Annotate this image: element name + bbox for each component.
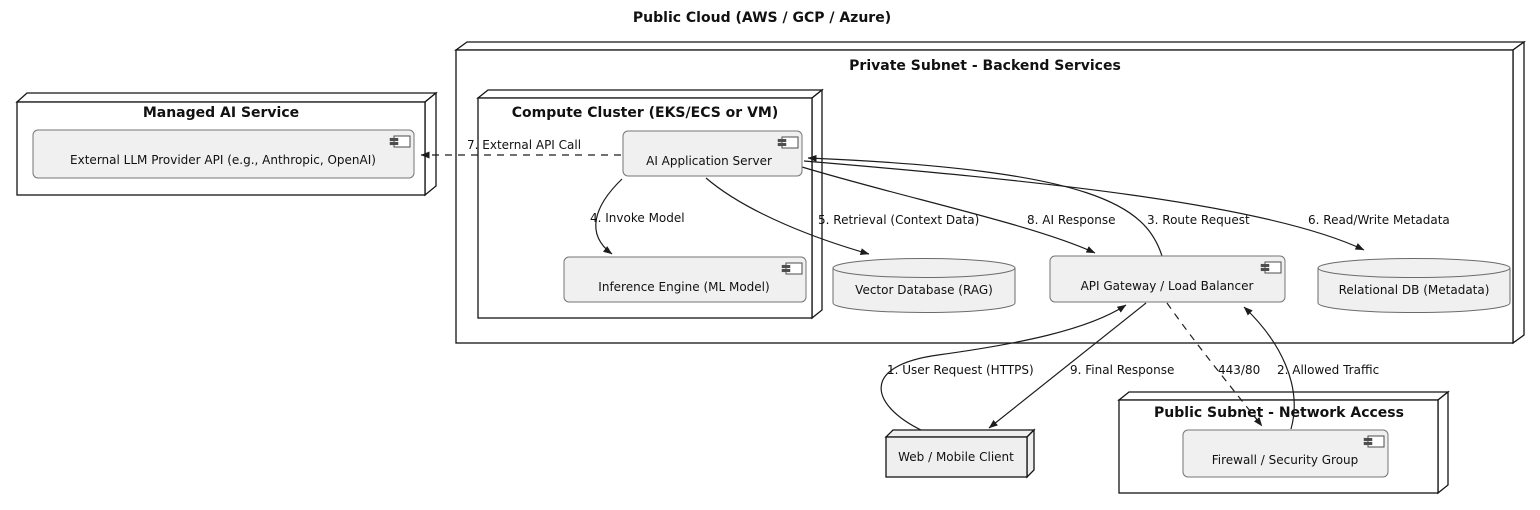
edges <box>420 151 1365 431</box>
edge-label-ai-response: 8. AI Response <box>1027 213 1115 227</box>
edge-user-request <box>880 304 1127 431</box>
edge-port-443-80 <box>1166 302 1263 427</box>
vector-db-label: Vector Database (RAG) <box>855 283 993 297</box>
relational-db-label: Relational DB (Metadata) <box>1339 283 1490 297</box>
component-icon <box>1260 261 1282 274</box>
component-firewall: Firewall / Security Group <box>1182 429 1389 478</box>
inference-engine-label: Inference Engine (ML Model) <box>598 280 769 294</box>
api-gateway-label: API Gateway / Load Balancer <box>1081 279 1254 293</box>
edge-label-retrieval: 5. Retrieval (Context Data) <box>818 213 979 227</box>
component-icon <box>389 135 411 148</box>
edge-ai-response <box>801 166 1096 254</box>
edge-allowed-traffic <box>1243 306 1295 430</box>
edge-read-write-metadata <box>803 160 1365 251</box>
edge-label-allowed-traffic: 2. Allowed Traffic <box>1277 363 1379 377</box>
edge-label-port: 443/80 <box>1218 363 1260 377</box>
edge-retrieval <box>705 177 870 256</box>
component-llm-api: External LLM Provider API (e.g., Anthrop… <box>32 129 415 179</box>
managed-ai-title: Managed AI Service <box>143 105 299 121</box>
edge-label-invoke-model: 4. Invoke Model <box>590 211 685 225</box>
compute-cluster-title: Compute Cluster (EKS/ECS or VM) <box>512 105 779 121</box>
edge-label-route-request: 3. Route Request <box>1147 213 1250 227</box>
component-icon <box>777 136 799 149</box>
edge-label-read-write-metadata: 6. Read/Write Metadata <box>1308 213 1450 227</box>
edge-label-final-response: 9. Final Response <box>1070 363 1174 377</box>
database-relational-db: Relational DB (Metadata) <box>1317 258 1511 313</box>
component-icon <box>1363 435 1385 448</box>
component-icon <box>781 262 803 275</box>
web-client-label: Web / Mobile Client <box>898 450 1014 464</box>
node-web-mobile-client: Web / Mobile Client <box>884 428 1036 479</box>
edge-label-user-request: 1. User Request (HTTPS) <box>887 363 1034 377</box>
public-subnet-title: Public Subnet - Network Access <box>1154 405 1404 421</box>
private-subnet-title: Private Subnet - Backend Services <box>849 58 1121 74</box>
edge-route-request <box>807 154 1163 257</box>
edge-labels: 7. External API Call 4. Invoke Model 5. … <box>467 138 1450 377</box>
edge-label-external-api-call: 7. External API Call <box>467 138 581 152</box>
llm-api-label: External LLM Provider API (e.g., Anthrop… <box>70 153 376 167</box>
component-api-gateway: API Gateway / Load Balancer <box>1049 255 1286 303</box>
edge-invoke-model <box>595 178 623 255</box>
component-app-server: AI Application Server <box>622 130 803 177</box>
database-vector-db: Vector Database (RAG) <box>832 258 1016 313</box>
firewall-label: Firewall / Security Group <box>1212 453 1359 467</box>
edge-final-response <box>988 302 1147 429</box>
component-inference-engine: Inference Engine (ML Model) <box>563 256 807 303</box>
app-server-label: AI Application Server <box>646 154 772 168</box>
diagram-title: Public Cloud (AWS / GCP / Azure) <box>633 10 891 26</box>
